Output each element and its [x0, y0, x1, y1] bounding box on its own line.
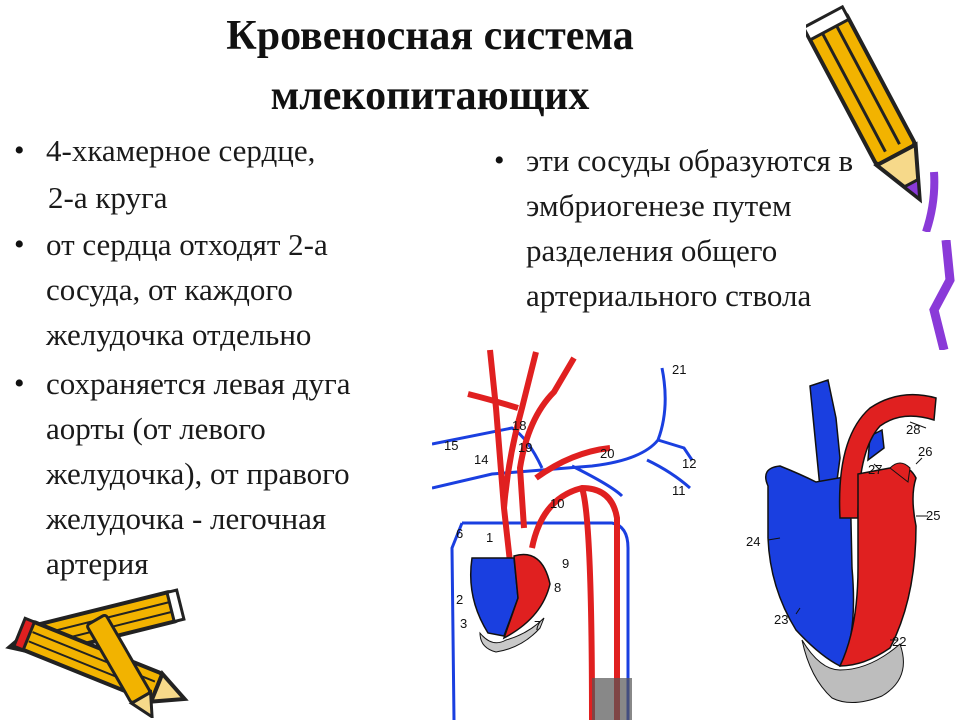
- bullet-aortic-arch: сохраняется левая дуга аорты (от левого …: [12, 361, 422, 586]
- bullet-four-chamber-heart: 4-хкамерное сердце,: [12, 128, 422, 173]
- diagram-right-labels: 28 26 27 25 24 23 22: [746, 422, 940, 649]
- bullet-embryogenesis: эти сосуды образуются в эмбриогенезе пут…: [492, 138, 892, 318]
- title-line-1: Кровеносная система: [226, 13, 634, 59]
- label-11: 11: [672, 483, 686, 498]
- slide-title: Кровеносная система млекопитающих: [120, 6, 740, 126]
- label-8: 8: [554, 580, 561, 595]
- bullet-two-vessels: от сердца отходят 2-а сосуда, от каждого…: [12, 222, 422, 357]
- label-12: 12: [682, 456, 696, 471]
- label-26: 26: [918, 444, 932, 459]
- label-22: 22: [892, 634, 906, 649]
- heart-diagram: 28 26 27 25 24 23 22: [746, 379, 940, 703]
- label-2: 2: [456, 592, 463, 607]
- diagram-left-labels: 21 18 15 19 20 14 12 11 10 6 1 9 8 2 3 7: [444, 362, 696, 633]
- pencil-icon: [806, 4, 939, 232]
- label-28: 28: [906, 422, 920, 437]
- circulation-diagram: 21 18 15 19 20 14 12 11 10 6 1 9 8 2 3 7: [432, 348, 722, 720]
- label-15: 15: [444, 438, 458, 453]
- right-bullet-list: эти сосуды образуются в эмбриогенезе пут…: [492, 138, 892, 322]
- label-3: 3: [460, 616, 467, 631]
- purple-scribble: [929, 240, 955, 350]
- label-14: 14: [474, 452, 488, 467]
- pencil-pair-icon: [5, 588, 189, 718]
- label-6: 6: [456, 526, 463, 541]
- label-20: 20: [600, 446, 614, 461]
- label-1: 1: [486, 530, 493, 545]
- label-24: 24: [746, 534, 760, 549]
- label-25: 25: [926, 508, 940, 523]
- label-27: 27: [868, 462, 882, 477]
- label-23: 23: [774, 612, 788, 627]
- label-21: 21: [672, 362, 686, 377]
- bullet-two-circles: 2-а круга: [48, 180, 168, 215]
- label-18: 18: [512, 418, 526, 433]
- label-10: 10: [550, 496, 564, 511]
- label-19: 19: [518, 440, 532, 455]
- label-9: 9: [562, 556, 569, 571]
- label-7: 7: [534, 618, 541, 633]
- title-line-2: млекопитающих: [270, 73, 590, 119]
- left-bullet-list: 4-хкамерное сердце, 2-а круга от сердца …: [12, 128, 422, 590]
